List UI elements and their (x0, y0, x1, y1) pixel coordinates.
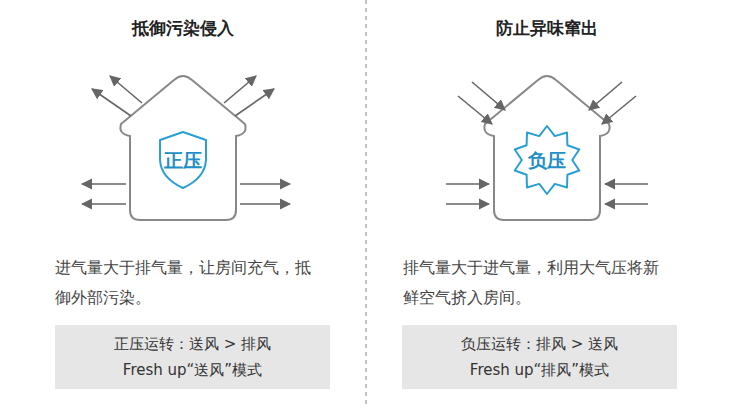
outflow-arrows (82, 76, 290, 204)
divider (365, 0, 366, 408)
panel-title: 防止异味窜出 (397, 16, 697, 40)
house-outline (120, 76, 245, 220)
mode-box: 负压运转：排风 > 送风Fresh up“排风”模式 (402, 325, 677, 389)
inflow-arrows (446, 82, 648, 204)
description: 排气量大于进气量，利用大气压将新鲜空气挤入房间。 (403, 253, 667, 313)
mode-box: 正压运转：送风 > 排风Fresh up“送风”模式 (55, 325, 330, 389)
mode-text: 负压运转：排风 > 送风 (461, 331, 618, 357)
mode-text: 正压运转：送风 > 排风 (114, 331, 271, 357)
mode-text: Fresh up“送风”模式 (123, 357, 262, 383)
description: 进气量大于排气量，让房间充气，抵御外部污染。 (55, 253, 319, 313)
mode-text: Fresh up“排风”模式 (470, 357, 609, 383)
star-badge: 负压 (510, 124, 584, 196)
shield-badge: 正压 (157, 130, 209, 190)
house-outline (484, 76, 609, 220)
panel-title: 抵御污染侵入 (33, 16, 333, 40)
badge-text: 正压 (164, 149, 202, 171)
badge-text: 负压 (528, 149, 566, 171)
